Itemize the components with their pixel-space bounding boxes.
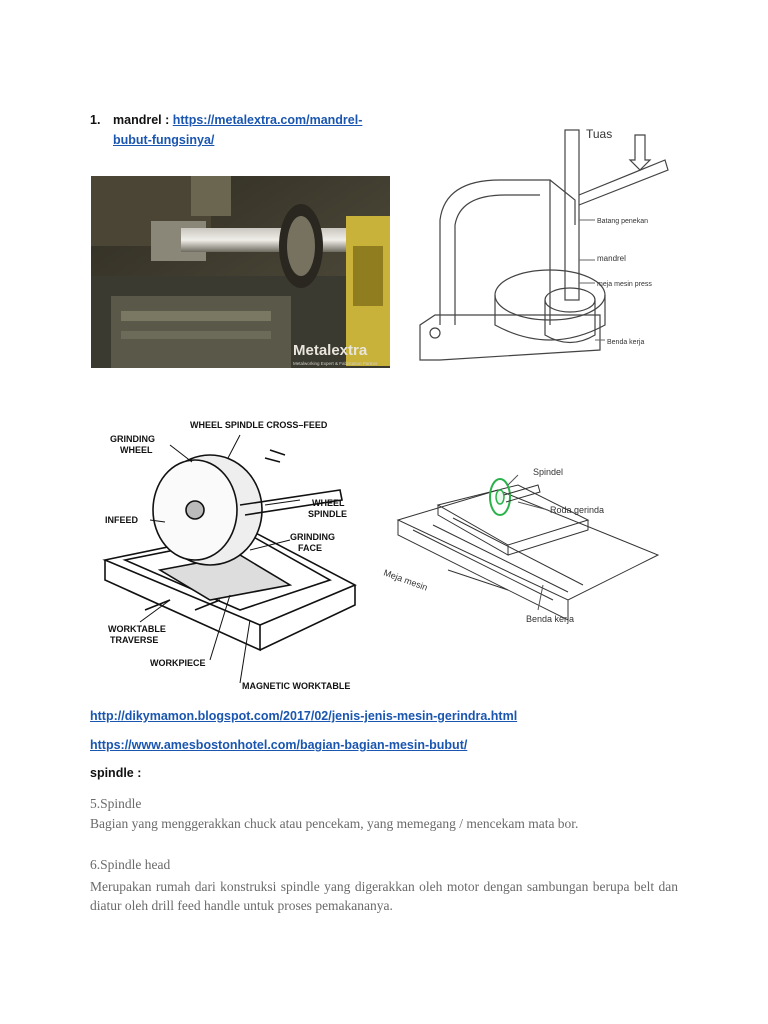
label-grinding-face-2: FACE — [298, 543, 322, 553]
label-benda-kerja-press: Benda kerja — [607, 339, 644, 346]
label-meja-mesin: Meja mesin — [382, 567, 429, 592]
photo-watermark: Metalextra — [293, 342, 368, 359]
dikymamon-link[interactable]: http://dikymamon.blogspot.com/2017/02/je… — [90, 709, 518, 723]
lathe-mandrel-photo: Metalextra Metalworking Expert & Fabrica… — [91, 176, 390, 368]
mandrel-link-part1[interactable]: https://metalextra.com/mandrel- — [172, 113, 363, 127]
label-wheel-2: WHEEL — [312, 498, 345, 508]
label-mandrel: mandrel — [597, 254, 626, 263]
amesbostonhotel-link[interactable]: https://www.amesbostonhotel.com/bagian-b… — [90, 738, 468, 752]
spindle-heading: spindle : — [90, 766, 142, 780]
mandrel-link-part2[interactable]: bubut-fungsinya/ — [113, 133, 215, 147]
label-magnetic-worktable: MAGNETIC WORKTABLE — [242, 681, 350, 691]
section-6-title: 6.Spindle head — [90, 857, 171, 872]
list-number: 1. — [90, 113, 101, 127]
label-traverse: TRAVERSE — [110, 635, 158, 645]
mandrel-label: mandrel : — [113, 113, 173, 127]
section-6-text: Merupakan rumah dari konstruksi spindle … — [90, 879, 678, 913]
url-line-2: https://www.amesbostonhotel.com/bagian-b… — [90, 738, 467, 752]
label-grinding: GRINDING — [110, 434, 155, 444]
label-infeed: INFEED — [105, 515, 139, 525]
label-spindel: Spindel — [533, 467, 563, 477]
section-5-title: 5.Spindle — [90, 796, 142, 811]
label-benda-kerja: Benda kerja — [526, 614, 574, 624]
label-workpiece: WORKPIECE — [150, 658, 206, 668]
label-batang-penekan: Batang penekan — [597, 218, 648, 225]
label-spindle: SPINDLE — [308, 509, 347, 519]
section-5-text: Bagian yang menggerakkan chuck atau penc… — [90, 816, 579, 831]
mandrel-heading: mandrel : https://metalextra.com/mandrel… — [113, 113, 362, 127]
label-tuas: Tuas — [586, 127, 612, 141]
label-grinding-face-1: GRINDING — [290, 532, 335, 542]
grinding-sketch-diagram: Spindel Roda gerinda Meja mesin Benda ke… — [378, 460, 663, 650]
surface-grinder-diagram: GRINDING WHEEL WHEEL SPINDLE CROSS–FEED … — [100, 410, 365, 700]
label-meja-mesin-press: meja mesin press — [597, 281, 652, 288]
label-wheel: WHEEL — [120, 445, 153, 455]
url-line-1: http://dikymamon.blogspot.com/2017/02/je… — [90, 709, 517, 723]
mandrel-press-diagram: Tuas Batang penekan mandrel meja mesin p… — [410, 125, 670, 380]
label-wheel-spindle-cross-feed: WHEEL SPINDLE CROSS–FEED — [190, 420, 328, 430]
label-roda-gerinda: Roda gerinda — [550, 505, 604, 515]
mandrel-link-line2: bubut-fungsinya/ — [113, 133, 214, 147]
label-worktable: WORKTABLE — [108, 624, 166, 634]
photo-watermark-sub: Metalworking Expert & Fabrication Partne… — [293, 361, 378, 366]
